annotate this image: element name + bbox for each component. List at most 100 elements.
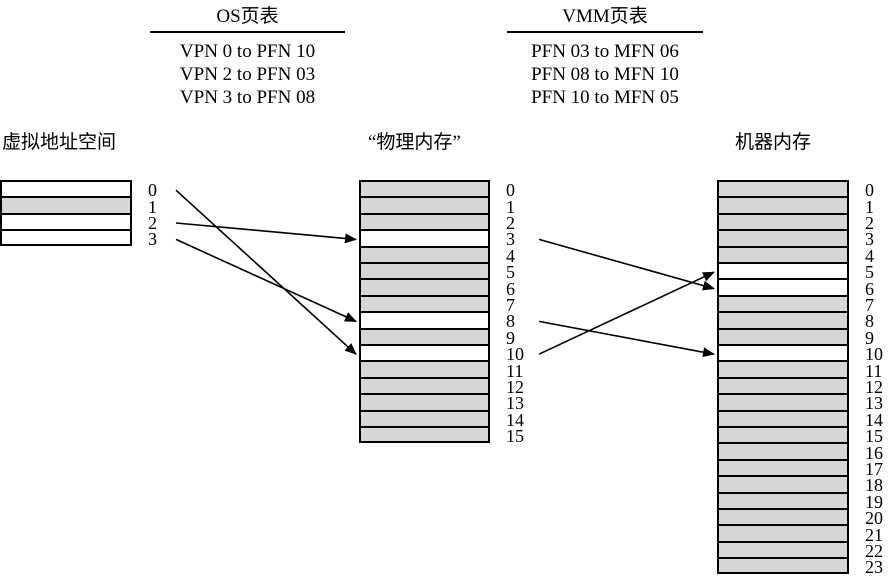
machine-index-label: 17 [865, 459, 883, 479]
pfn-to-mfn-arrow [538, 320, 715, 358]
physical-index-label: 6 [506, 278, 515, 299]
vmm-table-entry: PFN 08 to MFN 10 [531, 64, 679, 85]
physical-page-9 [361, 330, 488, 346]
machine-index-label: 20 [865, 508, 883, 529]
virtual-page-2 [2, 215, 130, 232]
machine-page-5 [719, 264, 847, 281]
virtual-index-label: 0 [148, 180, 157, 201]
machine-index-label: 16 [865, 442, 883, 463]
virtual-index-label: 3 [148, 229, 157, 250]
machine-page-6 [719, 280, 847, 297]
physical-page-1 [361, 198, 488, 215]
physical-index-label: 8 [506, 311, 515, 332]
machine-page-10 [719, 346, 847, 363]
machine-index-label: 13 [865, 393, 883, 414]
physical-page-12 [361, 379, 488, 396]
physical-index-label: 1 [506, 196, 515, 217]
vmm-table-divider [507, 31, 703, 33]
virtual-index-label: 2 [148, 213, 157, 233]
physical-memory [359, 180, 490, 443]
physical-page-3 [361, 231, 488, 248]
machine-page-9 [719, 330, 847, 346]
physical-page-10 [361, 346, 488, 363]
physical-page-13 [361, 395, 488, 412]
machine-index-label: 23 [865, 557, 883, 578]
physical-page-8 [361, 313, 488, 330]
machine-page-1 [719, 198, 847, 215]
machine-page-0 [719, 182, 847, 199]
machine-page-3 [719, 231, 847, 248]
vpn-to-pfn-arrow [175, 222, 357, 244]
machine-index-label: 7 [865, 295, 874, 315]
physical-index-label: 7 [506, 295, 515, 315]
machine-index-label: 0 [865, 180, 874, 201]
vpn-to-pfn-arrow [175, 238, 357, 323]
machine-page-11 [719, 362, 847, 379]
vpn-to-pfn-arrow [175, 189, 357, 355]
machine-index-label: 9 [865, 327, 874, 348]
virtual-page-1 [2, 198, 130, 215]
physical-index-label: 10 [506, 344, 524, 365]
machine-page-12 [719, 379, 847, 396]
machine-page-7 [719, 297, 847, 314]
physical-index-label: 5 [506, 262, 515, 283]
physical-page-5 [361, 264, 488, 281]
physical-index-label: 13 [506, 393, 524, 414]
os-table-entry: VPN 3 to PFN 08 [179, 87, 316, 108]
machine-page-4 [719, 248, 847, 264]
machine-page-18 [719, 477, 847, 494]
machine-index-label: 21 [865, 524, 883, 545]
virtual-space-title: 虚拟地址空间 [2, 132, 117, 153]
machine-index-label: 3 [865, 229, 874, 250]
machine-page-8 [719, 313, 847, 330]
os-table-entry: VPN 0 to PFN 10 [179, 41, 316, 62]
machine-index-label: 1 [865, 196, 874, 217]
vmm-table-title: VMM页表 [562, 6, 648, 27]
vmm-table-entry: PFN 10 to MFN 05 [531, 87, 679, 108]
physical-index-label: 11 [506, 360, 524, 381]
physical-page-6 [361, 280, 488, 297]
machine-index-label: 6 [865, 278, 874, 299]
machine-index-label: 19 [865, 491, 883, 512]
machine-index-label: 4 [865, 245, 874, 266]
machine-page-16 [719, 444, 847, 461]
machine-page-20 [719, 510, 847, 527]
machine-index-label: 11 [865, 360, 883, 381]
virtual-address-space [0, 180, 132, 246]
machine-memory-title: 机器内存 [735, 132, 812, 153]
machine-index-label: 12 [865, 377, 883, 397]
machine-page-17 [719, 461, 847, 478]
machine-page-14 [719, 412, 847, 428]
machine-index-label: 14 [865, 409, 883, 430]
physical-index-label: 12 [506, 377, 524, 397]
machine-memory [717, 180, 849, 574]
virtual-index-label: 1 [148, 196, 157, 217]
machine-page-15 [719, 428, 847, 445]
physical-index-label: 4 [506, 245, 515, 266]
physical-index-label: 0 [506, 180, 515, 201]
machine-index-label: 10 [865, 344, 883, 365]
virtual-page-0 [2, 182, 130, 199]
physical-page-7 [361, 297, 488, 314]
machine-index-label: 2 [865, 213, 874, 233]
physical-index-label: 3 [506, 229, 515, 250]
machine-index-label: 15 [865, 426, 883, 447]
os-table-entry: VPN 2 to PFN 03 [179, 64, 316, 85]
physical-memory-title: “物理内存” [368, 132, 461, 153]
machine-index-label: 8 [865, 311, 874, 332]
os-table-title: OS页表 [216, 6, 279, 27]
physical-index-label: 2 [506, 213, 515, 233]
physical-index-label: 9 [506, 327, 515, 348]
machine-page-22 [719, 543, 847, 560]
physical-page-0 [361, 182, 488, 199]
pfn-to-mfn-arrow [538, 271, 715, 355]
physical-index-label: 14 [506, 409, 524, 430]
pfn-to-mfn-arrow [538, 238, 715, 291]
machine-index-label: 18 [865, 475, 883, 496]
machine-page-13 [719, 395, 847, 412]
physical-page-14 [361, 412, 488, 428]
machine-page-2 [719, 215, 847, 232]
physical-page-2 [361, 215, 488, 232]
vmm-table-entry: PFN 03 to MFN 06 [531, 41, 679, 62]
